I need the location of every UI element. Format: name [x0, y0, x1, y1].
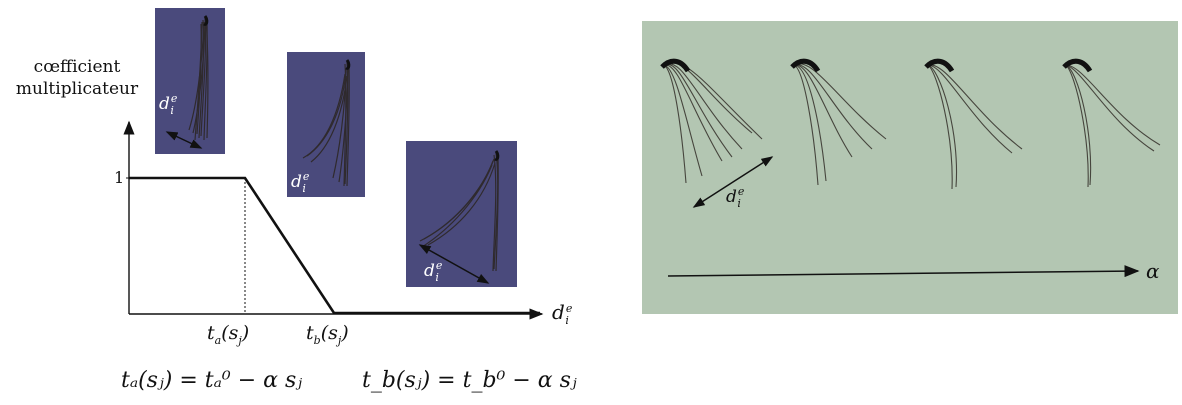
alpha-axis: [668, 271, 1138, 276]
y-axis-label: cœfficient multiplicateur: [8, 56, 146, 100]
alpha-sequence-panel: dei α: [642, 21, 1178, 314]
y-tick-label-1: 1: [114, 168, 124, 187]
equation-ta: tₐ(sⱼ) = tₐ⁰ − α sⱼ: [121, 368, 302, 393]
hair-strand-2: [794, 64, 886, 185]
hair-strand-image-3: [406, 141, 517, 287]
hair-sequence-image: [642, 21, 1178, 314]
equation-tb: t_b(sⱼ) = t_b⁰ − α sⱼ: [362, 368, 577, 393]
x-axis-label: dei: [552, 300, 569, 324]
hair-inset-1: dei: [155, 8, 225, 154]
d-label-inset-3: dei: [424, 261, 439, 281]
d-label-inset-2: dei: [291, 172, 306, 192]
tb-tick-label: tb(sj): [306, 322, 349, 344]
d-arrow-inset-1: [155, 8, 225, 154]
ta-tick-label: ta(sj): [207, 322, 249, 344]
hair-inset-3: dei: [406, 141, 517, 287]
alpha-label: α: [1146, 259, 1160, 283]
hair-inset-2: dei: [287, 52, 365, 197]
d-label-panel: dei: [726, 187, 741, 207]
hair-strand-3: [928, 65, 1022, 189]
hair-strand-1: [664, 62, 762, 183]
hair-strand-4: [1066, 65, 1160, 187]
